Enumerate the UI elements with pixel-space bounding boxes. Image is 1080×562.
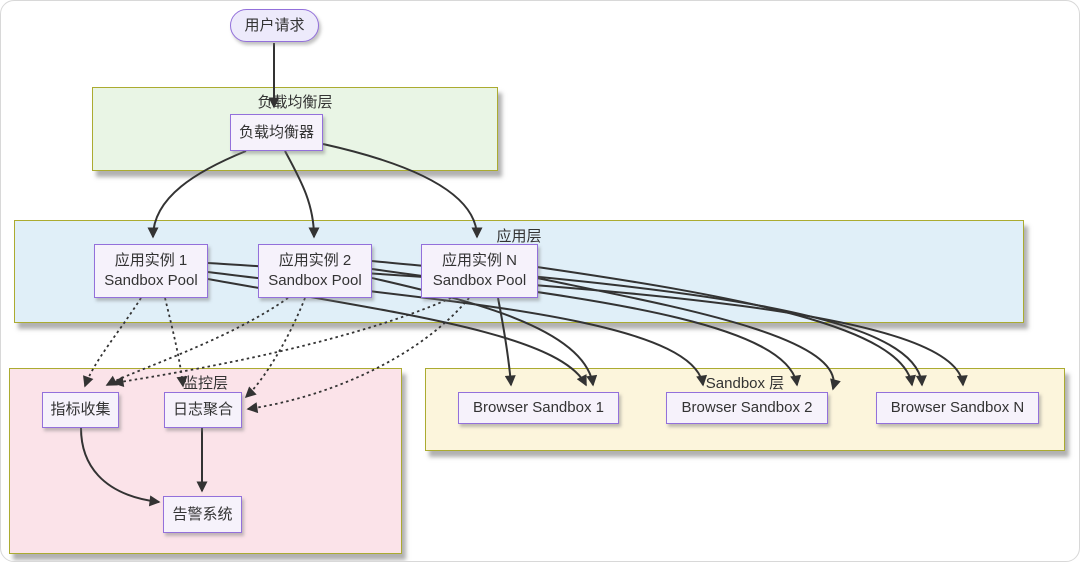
layer-title-application: 应用层 bbox=[496, 228, 542, 245]
node-browser-sandbox-n: Browser Sandbox N bbox=[876, 392, 1039, 424]
node-metrics-collection: 指标收集 bbox=[42, 392, 119, 428]
node-browser-sandbox-2-label: Browser Sandbox 2 bbox=[681, 399, 813, 416]
node-log-aggregation-label: 日志聚合 bbox=[172, 401, 233, 418]
node-app-instance-n-subtitle: Sandbox Pool bbox=[432, 272, 527, 289]
layer-title-monitoring: 监控层 bbox=[182, 375, 228, 392]
node-log-aggregation: 日志聚合 bbox=[164, 392, 242, 428]
node-load-balancer-label: 负载均衡器 bbox=[238, 123, 314, 141]
node-app-instance-n: 应用实例 N Sandbox Pool bbox=[421, 244, 538, 298]
node-user-request-label: 用户请求 bbox=[244, 16, 305, 34]
node-app-instance-2-title: 应用实例 2 bbox=[278, 252, 352, 269]
node-app-instance-1-title: 应用实例 1 bbox=[114, 252, 188, 269]
node-browser-sandbox-n-label: Browser Sandbox N bbox=[890, 399, 1025, 416]
node-app-instance-1-subtitle: Sandbox Pool bbox=[104, 272, 198, 289]
node-alert-system: 告警系统 bbox=[163, 496, 242, 533]
layer-title-sandbox: Sandbox 层 bbox=[705, 375, 785, 392]
node-app-instance-n-title: 应用实例 N bbox=[441, 252, 517, 269]
layer-title-load-balancer: 负载均衡层 bbox=[257, 94, 333, 111]
node-metrics-collection-label: 指标收集 bbox=[50, 401, 111, 418]
node-app-instance-1: 应用实例 1 Sandbox Pool bbox=[94, 244, 208, 298]
node-app-instance-2-subtitle: Sandbox Pool bbox=[268, 272, 362, 289]
node-load-balancer: 负载均衡器 bbox=[230, 114, 323, 151]
node-browser-sandbox-1-label: Browser Sandbox 1 bbox=[473, 399, 604, 416]
node-browser-sandbox-1: Browser Sandbox 1 bbox=[458, 392, 619, 424]
node-user-request: 用户请求 bbox=[230, 9, 319, 42]
node-browser-sandbox-2: Browser Sandbox 2 bbox=[666, 392, 828, 424]
node-app-instance-2: 应用实例 2 Sandbox Pool bbox=[258, 244, 372, 298]
node-alert-system-label: 告警系统 bbox=[172, 505, 233, 523]
